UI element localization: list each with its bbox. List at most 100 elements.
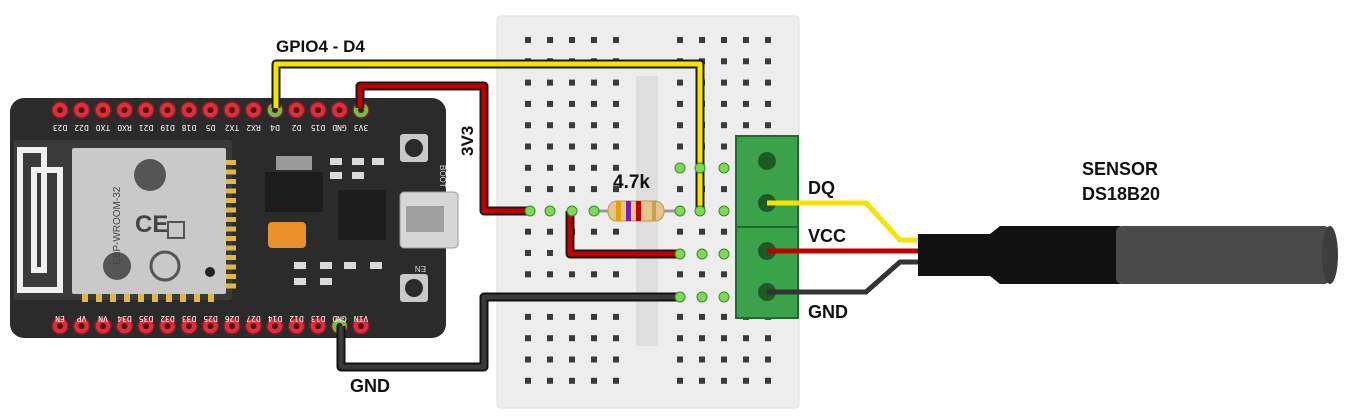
header-pin-hole (57, 107, 63, 113)
antenna-trace (17, 147, 63, 293)
breadboard-hole (677, 335, 683, 342)
breadboard-hole (569, 164, 575, 171)
breadboard-hole (547, 37, 553, 43)
breadboard-hole (765, 100, 771, 107)
bottom-pin-label: GND (332, 314, 347, 323)
breadboard-hole (591, 37, 597, 43)
breadboard-hole (677, 100, 683, 107)
breadboard-hole (591, 186, 597, 193)
breadboard-hole (591, 79, 597, 86)
active-hole (566, 205, 578, 217)
breadboard-hole (721, 271, 727, 278)
breadboard-hole (569, 37, 575, 43)
header-pin-hole (250, 323, 257, 329)
header-pin-hole (57, 323, 63, 329)
breadboard-hole (613, 313, 619, 320)
module-pad (226, 188, 236, 194)
header-pin-hole (207, 323, 214, 329)
top-pin-label: TXO (96, 123, 111, 132)
breadboard-hole (613, 186, 619, 193)
smd-component (344, 262, 356, 269)
breadboard-hole (613, 143, 619, 150)
header-pin-hole (78, 323, 85, 329)
breadboard-hole (569, 143, 575, 150)
active-hole (674, 291, 686, 303)
wire-gpio4-signal-fill (273, 61, 703, 212)
breadboard-hole (743, 100, 749, 107)
top-pin-label: RX2 (246, 123, 261, 132)
breadboard-hole (613, 79, 619, 86)
breadboard-hole (569, 377, 575, 384)
breadboard-hole (613, 335, 619, 342)
sensor-wire-dq (767, 200, 922, 243)
breadboard-hole (591, 313, 597, 320)
top-pin-label: TX2 (225, 123, 240, 132)
breadboard-hole (613, 271, 619, 278)
breadboard-hole (765, 58, 771, 65)
header-pin-hole (293, 107, 300, 113)
header-pin-hole (315, 323, 321, 329)
breadboard-hole (591, 377, 597, 384)
breadboard-hole (721, 143, 727, 150)
bottom-pin-label: D27 (246, 314, 261, 323)
breadboard-hole (699, 37, 705, 43)
header-pin-hole (100, 107, 106, 113)
boot-label: BOOT (438, 165, 447, 188)
module-pad (124, 294, 130, 302)
breadboard-hole (613, 377, 619, 384)
breadboard-hole (547, 377, 553, 384)
breadboard-hole (721, 377, 727, 384)
header-pin-hole (164, 107, 171, 113)
breadboard-hole (721, 313, 727, 320)
smd-component (330, 158, 342, 165)
top-pin-label: D5 (206, 123, 216, 132)
bottom-pin-label: VN (98, 314, 108, 323)
breadboard-hole (743, 79, 749, 86)
module-pad (226, 255, 236, 260)
breadboard-hole (699, 377, 705, 384)
header-pin-hole (293, 323, 300, 329)
terminal-screw-1 (758, 152, 776, 170)
breadboard-hole (569, 271, 575, 278)
breadboard-hole (677, 271, 683, 278)
breadboard-hole (547, 79, 553, 86)
en-button-cap (405, 279, 423, 297)
breadboard-hole (677, 377, 683, 384)
module-pad (138, 294, 144, 302)
active-hole (544, 205, 556, 217)
ds18b20-sensor (918, 226, 1338, 284)
breadboard-hole (743, 58, 749, 65)
active-hole (696, 248, 708, 260)
module-pad (226, 179, 236, 184)
breadboard-hole (721, 37, 727, 43)
breadboard-hole (721, 228, 727, 235)
breadboard-hole (721, 356, 727, 363)
usb-chip (338, 190, 386, 240)
bottom-pin-label: VP (77, 314, 87, 323)
breadboard-hole (743, 377, 749, 384)
header-pin-hole (358, 107, 364, 113)
breadboard-hole (547, 228, 553, 235)
active-holes (524, 162, 730, 303)
breadboard-hole (743, 356, 749, 363)
esp-wroom-module: CE ESP-WROOM-32 (14, 140, 236, 302)
label-gnd-terminal: GND (808, 302, 848, 322)
breadboard-hole (677, 313, 683, 320)
active-hole (674, 162, 686, 174)
top-pin-label: RXO (117, 123, 132, 132)
breadboard-hole (569, 186, 575, 193)
bottom-pin-label: D32 (160, 314, 175, 323)
breadboard-hole (743, 122, 749, 129)
breadboard-hole (765, 37, 771, 43)
breadboard-hole (525, 79, 531, 86)
breadboard-hole (677, 228, 683, 235)
breadboard-hole (591, 100, 597, 107)
top-pin-label: D4 (270, 123, 280, 132)
active-hole (718, 248, 730, 260)
breadboard-hole (547, 186, 553, 193)
breadboard-hole (721, 79, 727, 86)
breadboard-hole (721, 122, 727, 129)
header-pin-hole (207, 107, 214, 113)
breadboard-hole (547, 356, 553, 363)
